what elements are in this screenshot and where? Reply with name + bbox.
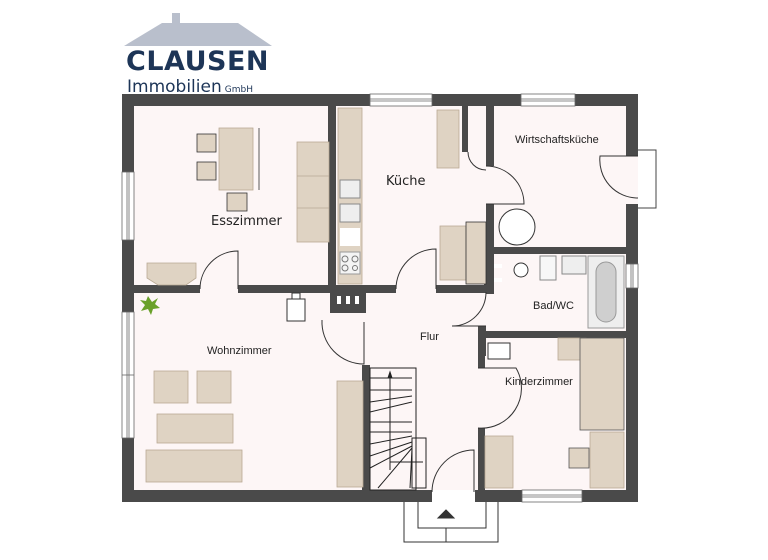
- armchair: [196, 370, 232, 404]
- roof-icon: [124, 13, 272, 46]
- wall-unit: [336, 380, 364, 488]
- sink: [561, 255, 587, 275]
- dining-table: [218, 127, 254, 191]
- desk: [589, 431, 625, 489]
- room-label-kueche: Küche: [386, 174, 426, 189]
- entrance-arrow-icon: [436, 509, 456, 519]
- coffee-table: [156, 413, 234, 444]
- armchair: [153, 370, 189, 404]
- washing-machine: [498, 208, 536, 246]
- door-opening-utility: [626, 156, 638, 204]
- plant-icon: [140, 296, 160, 315]
- vents: [494, 264, 502, 282]
- windows: [121, 93, 639, 503]
- plant-stand: [286, 298, 306, 322]
- interior-walls: [130, 100, 638, 493]
- chimney-vents: [337, 296, 359, 304]
- logo-legal-form: GmbH: [224, 85, 253, 95]
- staircase: [369, 367, 427, 491]
- desk-chair: [568, 447, 590, 469]
- room-label-bad-wc: Bad/WC: [533, 300, 574, 312]
- door-esszimmer: [199, 250, 239, 290]
- room-label-wirtschaftskueche: Wirtschaftsküche: [515, 134, 599, 146]
- logo-subtitle-text: Immobilien: [127, 77, 222, 97]
- washbasin: [539, 255, 557, 281]
- room-label-kinderzimmer: Kinderzimmer: [505, 376, 573, 388]
- side-table: [487, 342, 511, 360]
- exterior-landing: [638, 149, 657, 209]
- room-label-wohnzimmer: Wohnzimmer: [207, 345, 272, 357]
- door-swings: [199, 151, 639, 493]
- sofa: [145, 449, 243, 483]
- room-label-esszimmer: Esszimmer: [211, 214, 282, 229]
- kitchen-counter: [337, 107, 363, 285]
- bed: [579, 337, 625, 431]
- entrance: [403, 502, 499, 543]
- toilet: [513, 262, 529, 278]
- corner-sideboard: [146, 262, 197, 286]
- fixtures: [286, 208, 625, 360]
- room-label-flur: Flur: [420, 331, 439, 343]
- wardrobe: [484, 435, 514, 489]
- logo-brand: CLAUSEN: [126, 46, 269, 77]
- furniture: [145, 109, 625, 489]
